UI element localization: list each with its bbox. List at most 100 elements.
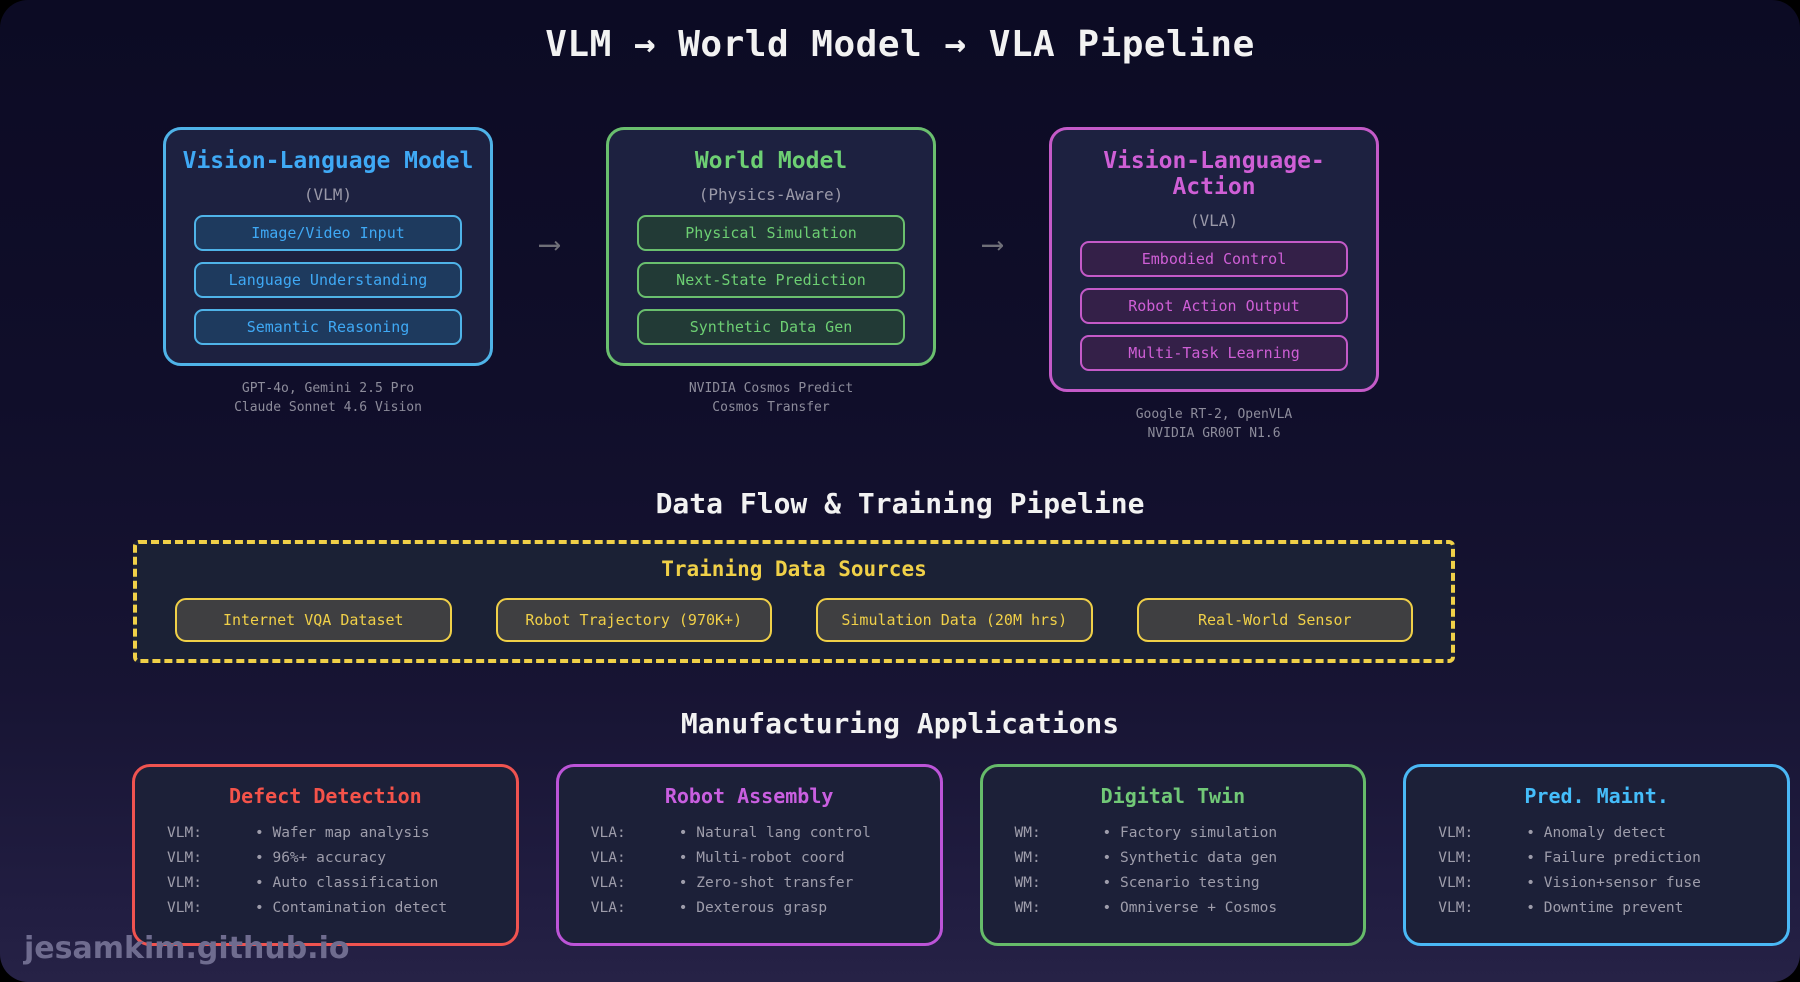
world-model-component: Physical Simulation — [637, 215, 905, 251]
pipeline-row: Vision-Language Model (VLM) Image/Video … — [163, 127, 1800, 443]
app-card-rows: VLA: • Natural lang control VLA: • Multi… — [591, 821, 940, 921]
vla-component: Multi-Task Learning — [1080, 335, 1348, 371]
world-model-example-line: NVIDIA Cosmos Predict — [688, 381, 854, 396]
app-row-label: VLM: — [1438, 900, 1474, 916]
training-source: Robot Trajectory (970K+) — [495, 598, 772, 642]
vlm-box-subtitle: (VLM) — [303, 185, 353, 204]
site-watermark: jesamkim.github.io — [24, 931, 350, 966]
vla-example-line: NVIDIA GR00T N1.6 — [1147, 426, 1281, 441]
app-row-text: • Downtime prevent — [1526, 900, 1684, 916]
app-row-label: VLM: — [1438, 875, 1474, 891]
world-model-column: World Model (Physics-Aware) Physical Sim… — [606, 127, 936, 417]
app-row: VLM: • Contamination detect — [167, 896, 516, 921]
app-row-text: • Omniverse + Cosmos — [1102, 900, 1278, 916]
app-card-rows: VLM: • Anomaly detect VLM: • Failure pre… — [1438, 821, 1787, 921]
training-sources-row: Internet VQA Dataset Robot Trajectory (9… — [175, 598, 1413, 642]
app-row-label: VLM: — [1438, 850, 1474, 866]
world-model-component: Next-State Prediction — [637, 262, 905, 298]
app-row-text: • Vision+sensor fuse — [1526, 875, 1701, 891]
world-model-example-line: Cosmos Transfer — [712, 400, 830, 415]
app-row-label: VLM: — [167, 825, 202, 841]
training-source: Simulation Data (20M hrs) — [816, 598, 1093, 642]
app-card-title: Defect Detection — [229, 784, 422, 808]
app-row: WM: • Omniverse + Cosmos — [1015, 896, 1364, 921]
app-row-text: • Failure prediction — [1526, 850, 1701, 866]
app-card-title: Pred. Maint. — [1524, 784, 1669, 808]
vla-box-title: Vision-Language-Action — [1103, 148, 1325, 200]
vlm-example-line: GPT-4o, Gemini 2.5 Pro — [241, 381, 415, 396]
app-row-text: • Dexterous grasp — [678, 900, 828, 916]
app-row-text: • Multi-robot coord — [678, 850, 845, 866]
world-model-examples: NVIDIA Cosmos Predict Cosmos Transfer — [606, 379, 936, 417]
app-card-defect-detection: Defect Detection VLM: • Wafer map analys… — [132, 764, 519, 946]
app-row: VLM: • Wafer map analysis — [167, 821, 516, 846]
app-row-text: • Natural lang control — [678, 825, 871, 841]
app-card-rows: WM: • Factory simulation WM: • Synthetic… — [1015, 821, 1364, 921]
app-row-text: • Anomaly detect — [1526, 825, 1666, 841]
app-row: VLM: • Downtime prevent — [1438, 896, 1787, 921]
app-row-label: WM: — [1014, 850, 1041, 866]
vlm-column: Vision-Language Model (VLM) Image/Video … — [163, 127, 493, 417]
world-model-component: Synthetic Data Gen — [637, 309, 905, 345]
vlm-component: Image/Video Input — [194, 215, 462, 251]
vlm-component: Language Understanding — [194, 262, 462, 298]
vla-example-line: Google RT-2, OpenVLA — [1135, 407, 1293, 422]
app-row: VLM: • Failure prediction — [1438, 846, 1787, 871]
app-row-text: • Scenario testing — [1102, 875, 1260, 891]
app-row-text: • Auto classification — [255, 875, 439, 891]
vlm-examples: GPT-4o, Gemini 2.5 Pro Claude Sonnet 4.6… — [163, 379, 493, 417]
vlm-example-line: Claude Sonnet 4.6 Vision — [234, 400, 422, 415]
vla-component: Robot Action Output — [1080, 288, 1348, 324]
app-row-text: • Zero-shot transfer — [678, 875, 854, 891]
app-row-label: VLM: — [167, 900, 202, 916]
world-model-box-title: World Model — [694, 148, 848, 174]
app-row: VLA: • Natural lang control — [591, 821, 940, 846]
app-row-text: • 96%+ accuracy — [255, 850, 386, 866]
vla-box: Vision-Language-Action (VLA) Embodied Co… — [1049, 127, 1379, 392]
app-row: VLM: • 96%+ accuracy — [167, 846, 516, 871]
vla-examples: Google RT-2, OpenVLA NVIDIA GR00T N1.6 — [1049, 405, 1379, 443]
app-row: WM: • Synthetic data gen — [1015, 846, 1364, 871]
app-row: VLA: • Zero-shot transfer — [591, 871, 940, 896]
app-row-label: VLM: — [1438, 825, 1474, 841]
vla-box-subtitle: (VLA) — [1189, 211, 1239, 230]
world-model-box: World Model (Physics-Aware) Physical Sim… — [606, 127, 936, 366]
app-row: WM: • Factory simulation — [1015, 821, 1364, 846]
app-card-digital-twin: Digital Twin WM: • Factory simulation WM… — [979, 764, 1367, 946]
app-row-label: WM: — [1014, 875, 1041, 891]
app-row-label: WM: — [1014, 900, 1041, 916]
app-row-label: VLA: — [590, 900, 626, 916]
app-row: VLM: • Vision+sensor fuse — [1438, 871, 1787, 896]
world-model-box-subtitle: (Physics-Aware) — [698, 185, 844, 204]
right-arrow-icon: ⟶ — [540, 227, 559, 262]
vlm-box: Vision-Language Model (VLM) Image/Video … — [163, 127, 493, 366]
page-title: VLM → World Model → VLA Pipeline — [545, 24, 1255, 65]
app-row: VLM: • Anomaly detect — [1438, 821, 1787, 846]
training-source: Real-World Sensor — [1136, 598, 1413, 642]
app-card-title: Robot Assembly — [664, 784, 834, 808]
app-row-label: VLM: — [167, 875, 202, 891]
app-row-text: • Factory simulation — [1102, 825, 1278, 841]
app-card-robot-assembly: Robot Assembly VLA: • Natural lang contr… — [555, 764, 943, 946]
app-row-text: • Wafer map analysis — [255, 825, 430, 841]
app-row: VLA: • Multi-robot coord — [591, 846, 940, 871]
app-row-text: • Synthetic data gen — [1102, 850, 1278, 866]
vla-column: Vision-Language-Action (VLA) Embodied Co… — [1049, 127, 1379, 443]
app-card-title: Digital Twin — [1100, 784, 1246, 808]
app-row-label: VLA: — [590, 875, 626, 891]
app-row-label: VLA: — [590, 850, 626, 866]
app-row-text: • Contamination detect — [255, 900, 448, 916]
app-row: VLM: • Auto classification — [167, 871, 516, 896]
training-source: Internet VQA Dataset — [175, 598, 452, 642]
applications-section-heading: Manufacturing Applications — [680, 707, 1120, 740]
app-card-predictive-maintenance: Pred. Maint. VLM: • Anomaly detect VLM: … — [1403, 764, 1790, 946]
app-row-label: VLA: — [590, 825, 626, 841]
app-row: VLA: • Dexterous grasp — [591, 896, 940, 921]
app-row: WM: • Scenario testing — [1015, 871, 1364, 896]
training-sources-title: Training Data Sources — [661, 557, 927, 581]
applications-row: Defect Detection VLM: • Wafer map analys… — [132, 764, 1790, 946]
training-section-heading: Data Flow & Training Pipeline — [655, 487, 1145, 520]
vlm-box-title: Vision-Language Model — [182, 148, 474, 174]
vlm-component: Semantic Reasoning — [194, 309, 462, 345]
